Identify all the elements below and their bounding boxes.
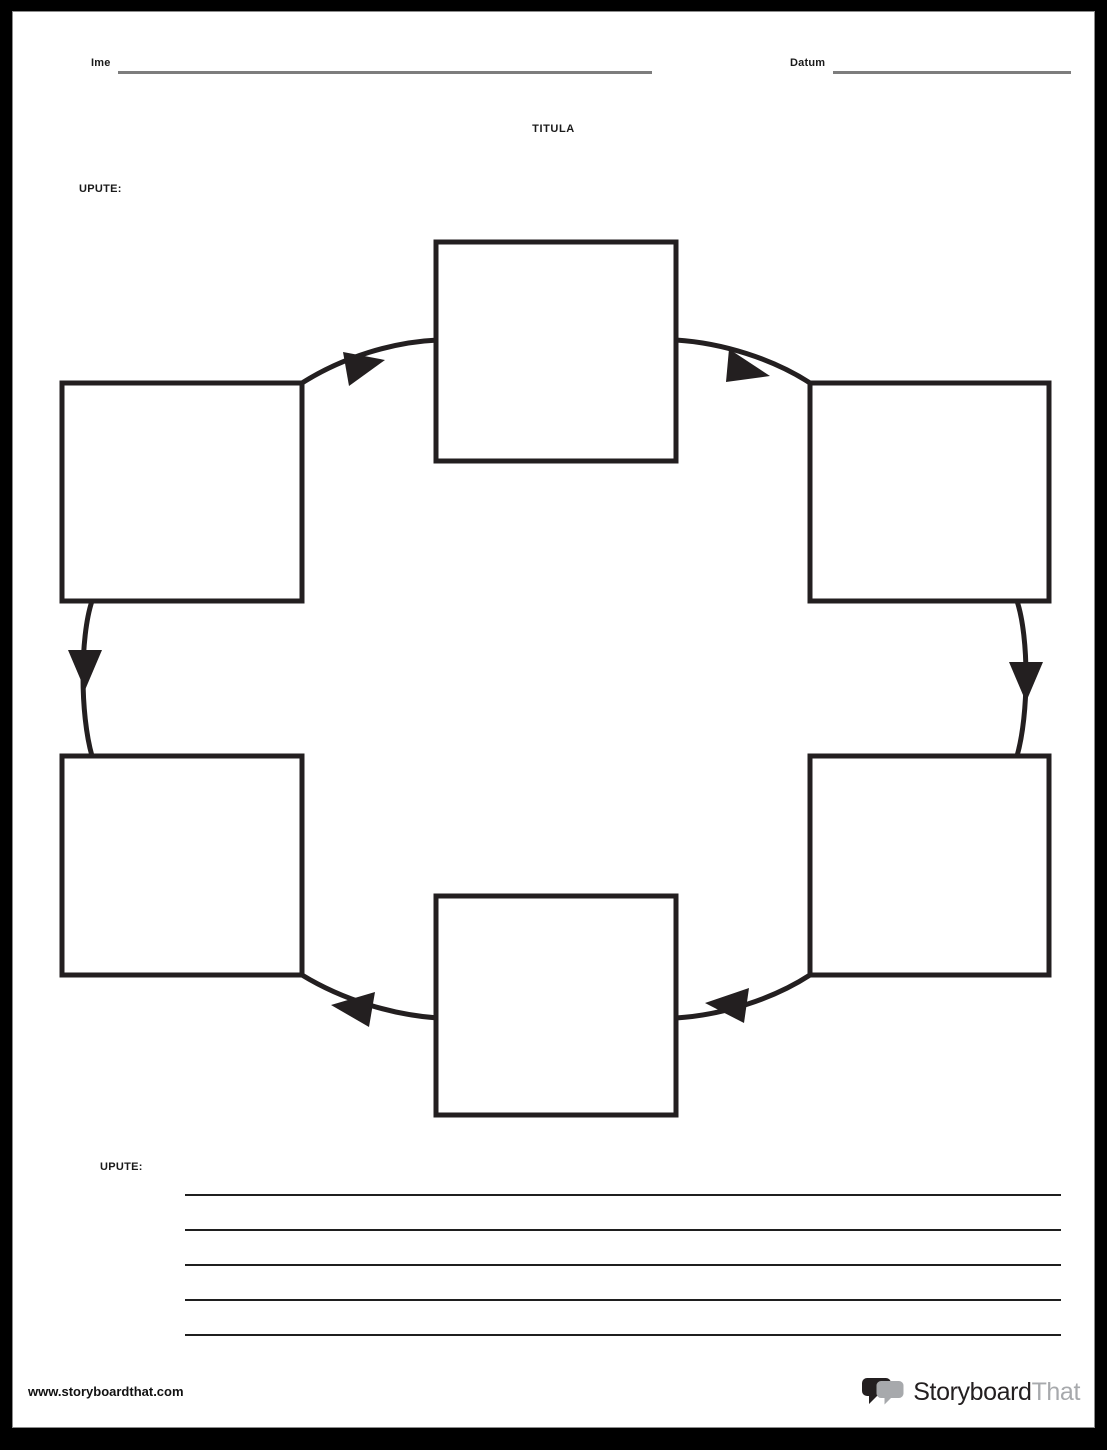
name-field-label: Ime [91, 57, 111, 69]
speech-bubbles-icon [862, 1378, 904, 1405]
name-input[interactable] [118, 71, 652, 74]
instructions-write-line[interactable] [185, 1264, 1061, 1266]
arrow-bottomright-to-bottomcenter [675, 972, 812, 1023]
arrow-bottomleft-to-topleft [68, 600, 102, 757]
cycle-cell-top-center[interactable] [433, 239, 679, 464]
instructions-write-line[interactable] [185, 1229, 1061, 1231]
date-field-label: Datum [790, 57, 826, 69]
instructions-write-line[interactable] [185, 1299, 1061, 1301]
footer-website-url[interactable]: www.storyboardthat.com [28, 1384, 184, 1399]
brand-wordmark-primary: Storyboard [913, 1377, 1032, 1406]
cycle-cell-bottom-center[interactable] [433, 893, 679, 1118]
brand-wordmark-secondary: That [1031, 1377, 1081, 1406]
cycle-cell-top-left[interactable] [59, 380, 305, 604]
brand-logo: StoryboardThat [862, 1374, 1080, 1410]
page-title-text: TITULA [532, 123, 575, 135]
instructions-write-line[interactable] [185, 1194, 1061, 1196]
cycle-diagram [59, 239, 1052, 1118]
date-input[interactable] [833, 71, 1071, 74]
arrow-topleft-to-topcenter [300, 337, 439, 386]
instructions-bottom-label: UPUTE: [100, 1161, 143, 1173]
cycle-cell-bottom-left[interactable] [59, 753, 305, 978]
arrow-topcenter-to-topright [675, 337, 812, 386]
instructions-top-label: UPUTE: [79, 183, 122, 195]
instructions-write-line[interactable] [185, 1334, 1061, 1336]
arrow-topright-to-bottomright [1009, 600, 1043, 757]
arrow-bottomcenter-to-bottomleft [300, 972, 439, 1027]
cycle-cell-top-right[interactable] [807, 380, 1052, 604]
worksheet-sheet: Ime Datum TITULA UPUTE: [12, 11, 1095, 1428]
cycle-cell-bottom-right[interactable] [807, 753, 1052, 978]
brand-wordmark: StoryboardThat [913, 1377, 1081, 1406]
page-title: TITULA [13, 123, 1094, 135]
